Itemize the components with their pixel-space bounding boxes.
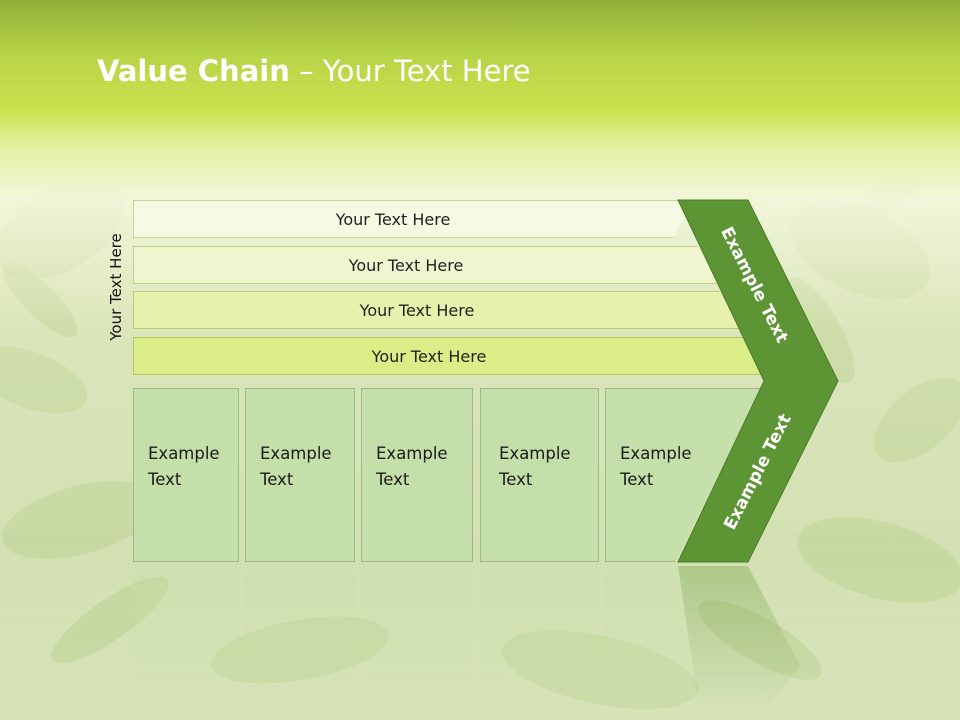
box-1-line2: Text bbox=[148, 470, 182, 489]
box-5-line1: Example bbox=[620, 444, 692, 463]
box-2-line2: Text bbox=[260, 470, 294, 489]
bar-4-label: Your Text Here bbox=[371, 346, 487, 366]
box-2-line1: Example bbox=[260, 444, 332, 463]
box-1: Example Text bbox=[133, 388, 239, 562]
box-5-line2: Text bbox=[620, 470, 654, 489]
box-3-line1: Example bbox=[376, 444, 448, 463]
box-4: Example Text bbox=[480, 388, 599, 562]
slide-title: Value Chain – Your Text Here bbox=[97, 54, 531, 88]
bar-2-label: Your Text Here bbox=[348, 255, 464, 275]
box-3: Example Text bbox=[361, 388, 473, 562]
bar-2: Your Text Here bbox=[133, 246, 719, 284]
bar-1-label: Your Text Here bbox=[335, 209, 451, 229]
box-1-line1: Example bbox=[148, 444, 220, 463]
bar-3: Your Text Here bbox=[133, 291, 741, 329]
box-4-line1: Example bbox=[499, 444, 571, 463]
box-3-line2: Text bbox=[376, 470, 410, 489]
box-4-line2: Text bbox=[499, 470, 533, 489]
title-bold: Value Chain bbox=[97, 54, 290, 88]
bar-1: Your Text Here bbox=[133, 200, 693, 238]
bar-3-label: Your Text Here bbox=[359, 300, 475, 320]
bar-4: Your Text Here bbox=[133, 337, 765, 375]
title-rest: – Your Text Here bbox=[289, 54, 531, 88]
chevron-shape bbox=[677, 199, 839, 563]
box-2: Example Text bbox=[245, 388, 355, 562]
